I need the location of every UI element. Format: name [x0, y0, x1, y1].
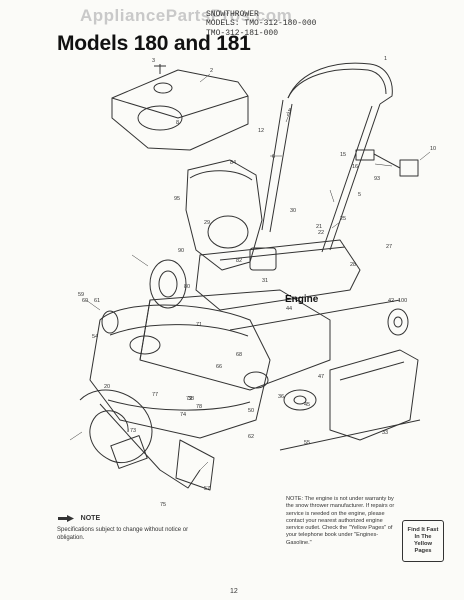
auger: [79, 389, 153, 464]
callout-12: 12: [258, 128, 264, 134]
callout-36: 36: [278, 394, 284, 400]
callout-45: 45: [304, 402, 310, 408]
callout-5: 5: [358, 192, 361, 198]
callout-28: 28: [350, 262, 356, 268]
callout-66: 66: [216, 364, 222, 370]
callout-31: 31: [262, 278, 268, 284]
callout-78: 78: [196, 404, 202, 410]
engine-label: Engine: [285, 294, 319, 305]
callout-60: 60: [82, 298, 88, 304]
callout-77: 77: [152, 392, 158, 398]
callout-73: 73: [130, 428, 136, 434]
callout-75: 75: [160, 502, 166, 508]
page-number: 12: [230, 588, 238, 595]
callout-42: 42: [388, 298, 394, 304]
warranty-text: NOTE: The engine is not under warranty b…: [286, 496, 395, 546]
callout-10: 10: [430, 146, 436, 152]
page-title: Models 180 and 181: [57, 32, 251, 55]
callout-84: 84: [230, 160, 236, 166]
callout-54: 54: [92, 334, 98, 340]
callout-33: 33: [382, 430, 388, 436]
watermark: AppliancePartsPros.com: [80, 6, 293, 25]
note-heading: NOTE: [80, 514, 101, 522]
engine-warranty-note: NOTE: The engine is not under warranty b…: [286, 496, 446, 582]
frame: [195, 239, 361, 311]
yellow-pages-badge: Find It Fast In The Yellow Pages: [402, 520, 444, 562]
callout-8: 8: [176, 120, 179, 126]
callout-71: 71: [196, 322, 202, 328]
callout-62: 62: [248, 434, 254, 440]
callout-80: 80: [184, 284, 190, 290]
callout-90: 90: [178, 248, 184, 254]
callout-82: 82: [236, 258, 242, 264]
callout-16: 16: [352, 164, 358, 170]
callout-7: 7: [286, 112, 289, 118]
model-line-2: MODELS: TMO-312-180-000: [206, 19, 317, 28]
note-text: Specifications subject to change without…: [57, 527, 189, 542]
callout-55: 55: [304, 440, 310, 446]
callout-59: 59: [78, 292, 84, 298]
model-line-3: TMO-312-181-000: [206, 29, 279, 38]
callout-30: 30: [290, 208, 296, 214]
handle: [287, 62, 393, 105]
pointing-hand-icon: [58, 515, 74, 522]
callout-1: 1: [384, 56, 387, 62]
callout-3: 3: [152, 58, 155, 64]
side-cover: [329, 349, 419, 441]
callout-93: 93: [374, 176, 380, 182]
callout-27: 27: [386, 244, 392, 250]
model-line-1: SNOWTHROWER: [206, 10, 259, 19]
callout-68: 68: [236, 352, 242, 358]
note-left: NOTE Specifications subject to change wi…: [57, 514, 207, 542]
callout-21: 21: [316, 224, 322, 230]
callout-25: 25: [340, 216, 346, 222]
callout-74: 74: [180, 412, 186, 418]
callout-57: 57: [204, 486, 210, 492]
callout-38: 38: [188, 396, 194, 402]
callout-4: 4: [288, 108, 291, 114]
callout-47: 47: [318, 374, 324, 380]
callout-100: 100: [398, 298, 407, 304]
callout-44: 44: [286, 306, 292, 312]
callout-72: 72: [186, 396, 192, 402]
callout-20: 20: [104, 384, 110, 390]
callout-29: 29: [204, 220, 210, 226]
callout-95: 95: [174, 196, 180, 202]
wheel: [149, 259, 187, 309]
callout-22: 22: [318, 230, 324, 236]
callout-6: 6: [272, 154, 275, 160]
callout-50: 50: [248, 408, 254, 414]
callout-2: 2: [210, 68, 213, 74]
callout-15: 15: [340, 152, 346, 158]
callout-61: 61: [94, 298, 100, 304]
yellow-pages-text: Find It Fast In The Yellow Pages: [407, 527, 439, 554]
auger-housing: [89, 304, 271, 439]
chute-cover: [111, 69, 249, 151]
engine-body: [185, 159, 263, 271]
